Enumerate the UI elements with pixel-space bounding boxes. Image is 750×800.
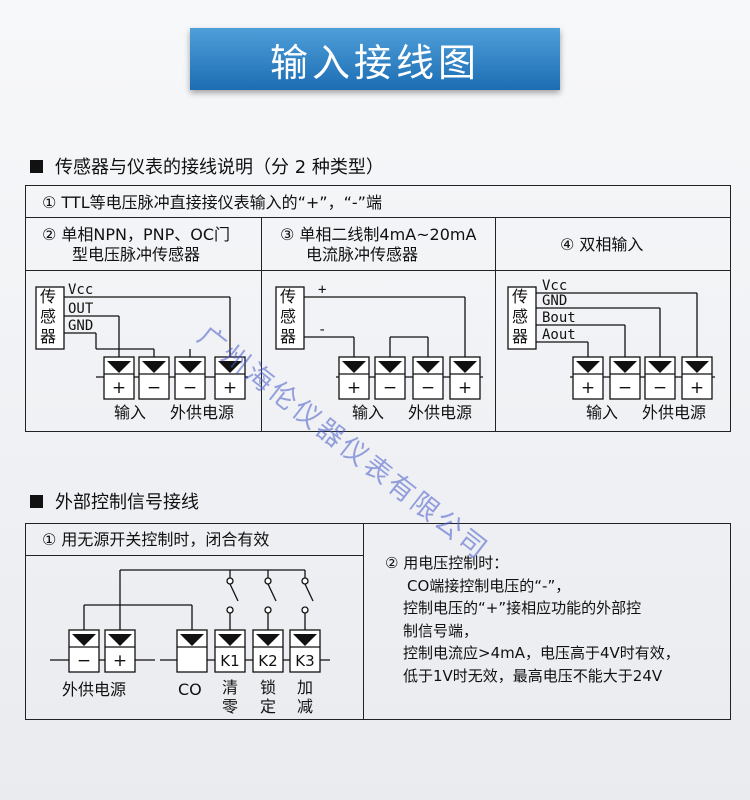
square-bullet-icon	[30, 159, 43, 173]
sensor-wiring-table	[25, 185, 731, 432]
section-heading-sensor: 传感器与仪表的接线说明（分 2 种类型）	[30, 153, 384, 179]
terminal-label: K3	[295, 652, 314, 670]
pin-label-plus: +	[318, 282, 326, 298]
terminal-block: −	[174, 356, 206, 400]
k2-function-char: 锁	[260, 678, 276, 697]
terminal-block: +	[104, 629, 136, 673]
terminal-block: K1	[214, 629, 246, 673]
sensor-char: 器	[280, 327, 296, 346]
terminal-label: −	[77, 651, 91, 671]
page-title: 输入接线图	[269, 40, 480, 85]
square-bullet-icon	[30, 494, 43, 508]
terminal-label: +	[113, 651, 127, 671]
terminal-label: +	[112, 378, 126, 398]
sensor-char: 传	[280, 287, 296, 306]
passive-switch-title: ① 用无源开关控制时，闭合有效	[42, 530, 270, 549]
terminal-block	[176, 629, 208, 673]
label-input: 输入	[586, 403, 618, 422]
label-power: 外供电源	[408, 403, 472, 422]
note-line: CO端接控制电压的“-”，	[407, 576, 571, 595]
terminal-label: +	[347, 378, 361, 398]
label-co: CO	[178, 680, 202, 699]
terminal-label: −	[421, 378, 435, 398]
terminal-label: −	[653, 378, 667, 398]
npn-pnp-title-line1: ② 单相NPN，PNP、OC门	[42, 225, 231, 244]
k2-function-char: 定	[260, 697, 276, 716]
terminal-label: −	[383, 378, 397, 398]
terminal-label: K1	[220, 652, 239, 670]
pin-label-aout: Aout	[542, 327, 576, 343]
control-wiring-table	[25, 523, 731, 720]
terminal-label: +	[458, 378, 472, 398]
npn-pnp-title-line2: 型电压脉冲传感器	[72, 245, 201, 264]
terminal-block: +	[103, 356, 135, 400]
terminal-block: −	[644, 356, 676, 400]
pin-label-minus: -	[318, 322, 326, 338]
pin-label-vcc: Vcc	[542, 278, 567, 294]
sensor-char: 传	[40, 287, 56, 306]
ttl-input-note: ① TTL等电压脉冲直接接仪表输入的“+”，“-”端	[42, 193, 382, 212]
terminal-block: +	[449, 356, 481, 400]
table-divider	[25, 217, 731, 218]
label-input: 输入	[352, 403, 384, 422]
terminal-block: +	[681, 356, 713, 400]
terminal-label: −	[147, 378, 161, 398]
terminal-block: −	[68, 629, 100, 673]
section-heading-text: 传感器与仪表的接线说明（分 2 种类型）	[55, 157, 384, 178]
table-divider	[25, 555, 363, 556]
current-sensor-title-line2: 电流脉冲传感器	[306, 245, 419, 264]
terminal-block: K2	[252, 629, 284, 673]
sensor-char: 器	[512, 327, 528, 346]
label-power: 外供电源	[62, 680, 126, 699]
current-sensor-title-line1: ③ 单相二线制4mA~20mA	[280, 225, 477, 244]
pin-label-gnd: GND	[68, 318, 93, 334]
sensor-char: 感	[40, 307, 56, 326]
table-divider	[363, 523, 364, 720]
voltage-control-notes: ② 用电压控制时： CO端接控制电压的“-”， 控制电压的“+”接相应功能的外部…	[385, 552, 680, 687]
sensor-wiring-diagrams: + − − + + − − + + − − + 传 感 器 传 感 器 传 感 器 Vcc OUT G…	[35, 278, 715, 422]
terminal-block: −	[374, 356, 406, 400]
terminal-block: +	[214, 356, 246, 400]
label-power: 外供电源	[642, 403, 706, 422]
terminal-block: K3	[289, 629, 321, 673]
terminal-label: −	[618, 378, 632, 398]
k3-function-char: 加	[297, 678, 313, 697]
terminal-label: −	[183, 378, 197, 398]
dual-phase-title: ④ 双相输入	[560, 235, 644, 254]
table-divider	[495, 217, 496, 432]
terminal-label: +	[581, 378, 595, 398]
terminal-block: +	[338, 356, 370, 400]
note-line: ② 用电压控制时：	[385, 554, 509, 572]
table-divider	[25, 270, 731, 271]
pin-label-gnd: GND	[542, 293, 567, 309]
pin-label-bout: Bout	[542, 310, 576, 326]
terminal-label: +	[690, 378, 704, 398]
sensor-char: 感	[512, 307, 528, 326]
terminal-label: K2	[258, 652, 277, 670]
note-line: 控制电流应>4mA，电压高于4V时有效，	[403, 644, 680, 662]
k1-function-char: 清	[222, 678, 238, 697]
sensor-char: 器	[40, 327, 56, 346]
k3-function-char: 减	[297, 697, 313, 716]
table-divider	[261, 217, 262, 432]
note-line: 控制电压的“+”接相应功能的外部控	[403, 599, 642, 617]
section-heading-text: 外部控制信号接线	[55, 492, 199, 513]
pin-label-vcc: Vcc	[68, 282, 93, 298]
terminal-label: +	[223, 378, 237, 398]
note-line: 制信号端，	[403, 621, 479, 640]
label-power: 外供电源	[170, 403, 234, 422]
sensor-char: 传	[512, 287, 528, 306]
note-line: 低于1V时无效，最高电压不能大于24V	[403, 666, 663, 685]
section-heading-control: 外部控制信号接线	[30, 488, 199, 514]
label-input: 输入	[114, 403, 146, 422]
k1-function-char: 零	[222, 697, 238, 716]
terminal-block: −	[412, 356, 444, 400]
terminal-block: −	[138, 356, 170, 400]
pin-label-out: OUT	[68, 301, 94, 317]
terminal-block: +	[572, 356, 604, 400]
page-title-banner: 输入接线图	[190, 28, 560, 90]
sensor-char: 感	[280, 307, 296, 326]
terminal-block: −	[609, 356, 641, 400]
